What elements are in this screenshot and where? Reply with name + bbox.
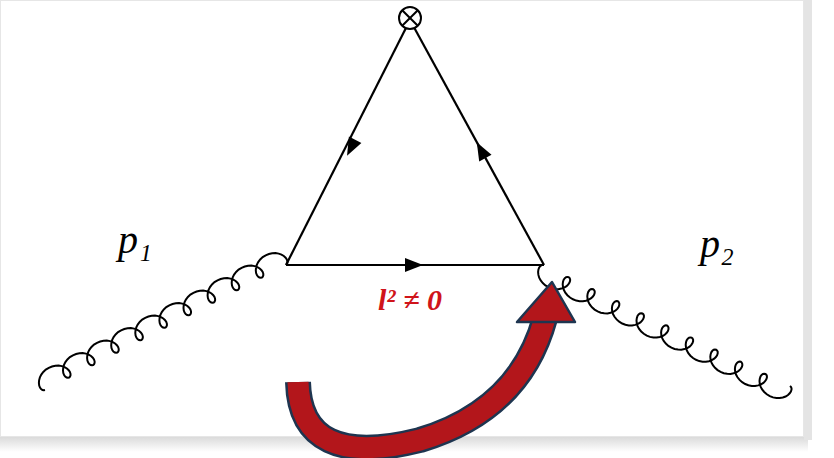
frame-shadow [804,0,812,440]
gluon-lines [39,253,792,398]
fermion-arrows [341,137,492,272]
momentum-label: p₂ [700,224,734,264]
gluon-line [538,265,791,398]
momentum-arrow [298,282,575,448]
fermion-loop [286,20,544,265]
gluon-line [39,253,288,390]
condition-label: l² ≠ 0 [378,285,442,315]
frame [1,1,804,437]
momentum-label: p₁ [118,220,152,260]
operator-vertex [399,7,421,29]
